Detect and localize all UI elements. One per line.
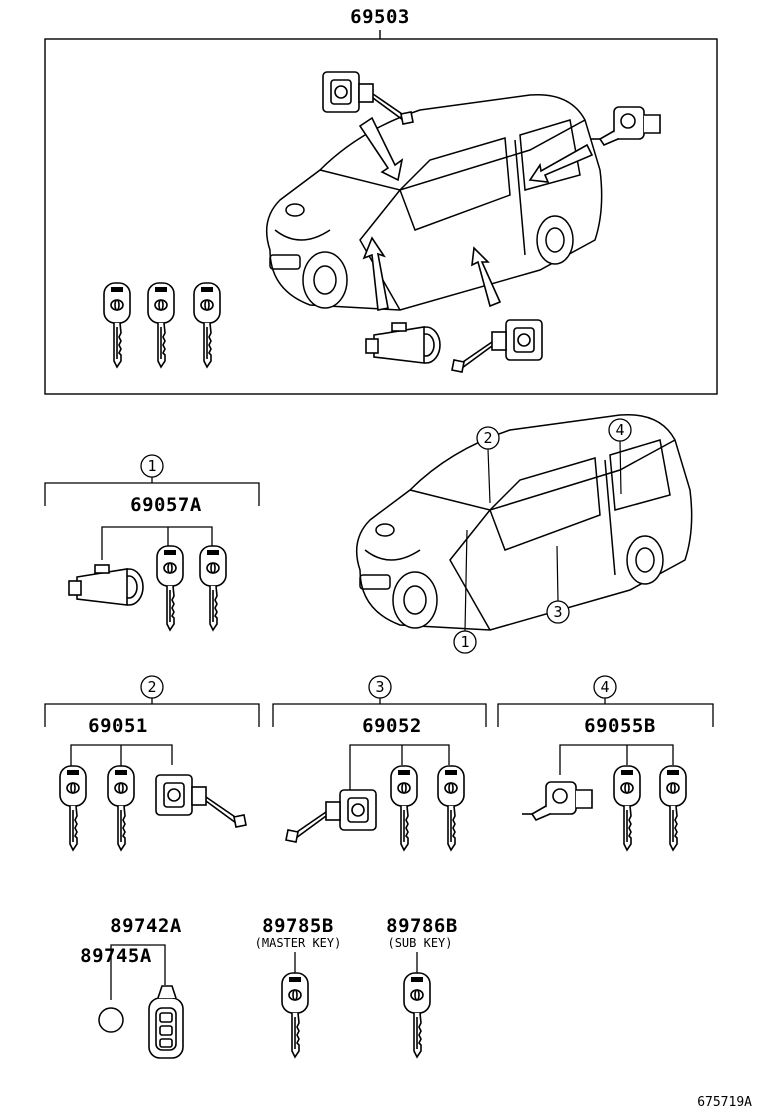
group-1-key-2-icon xyxy=(199,545,227,631)
sub-key-part-number: 89786B xyxy=(386,915,458,937)
group-3-door-lock xyxy=(285,789,377,843)
car-illustration-callouts xyxy=(355,413,693,631)
group-2-key-1-icon xyxy=(59,765,87,851)
group-3-part-number: 69052 xyxy=(362,715,422,737)
group-1: 1 69057A xyxy=(44,454,260,631)
pointer-arrows xyxy=(358,116,594,311)
group-4-key-2-icon xyxy=(659,765,687,851)
reference-code: 675719A xyxy=(697,1095,752,1110)
key-1-icon xyxy=(103,282,131,368)
group-2-door-lock xyxy=(155,774,247,828)
group-4-key-1-icon xyxy=(613,765,641,851)
group-2: 2 69051 xyxy=(44,675,260,851)
sub-key-icon xyxy=(403,972,431,1058)
door-lock-cylinder-front xyxy=(322,71,414,125)
battery-cell xyxy=(98,1007,124,1033)
master-key-part-number: 89785B xyxy=(262,915,334,937)
group-2-key-2-icon xyxy=(107,765,135,851)
transmitter-group: 89742A 89745A xyxy=(80,915,184,1059)
key-3-icon xyxy=(193,282,221,368)
group-3-key-2-icon xyxy=(437,765,465,851)
group-3: 3 69052 xyxy=(272,675,487,851)
callout-3: 3 xyxy=(553,603,562,621)
group-3-index: 3 xyxy=(375,678,384,696)
group-4-back-door-lock xyxy=(521,781,593,821)
master-key-icon xyxy=(281,972,309,1058)
transmitter-housing xyxy=(148,985,184,1059)
group-1-ignition xyxy=(68,564,144,606)
door-lock-cylinder-rh xyxy=(451,319,543,373)
callout-1: 1 xyxy=(460,633,469,651)
callout-car: 2 4 3 1 xyxy=(355,413,693,654)
master-key-group: 89785B (MASTER KEY) xyxy=(255,915,342,1058)
group-3-key-1-icon xyxy=(390,765,418,851)
group-2-index: 2 xyxy=(147,678,156,696)
sub-key-label: (SUB KEY) xyxy=(387,936,452,950)
sub-key-group: 89786B (SUB KEY) xyxy=(386,915,458,1058)
assembly-box xyxy=(44,38,718,395)
battery-part-number: 89745A xyxy=(80,945,152,967)
callout-4: 4 xyxy=(615,421,624,439)
back-door-lock-cylinder xyxy=(589,106,661,146)
car-illustration-top xyxy=(265,93,603,311)
group-2-part-number: 69051 xyxy=(88,715,148,737)
callout-2: 2 xyxy=(483,429,492,447)
group-4: 4 69055B xyxy=(497,675,714,851)
transmitter-part-number: 89742A xyxy=(110,915,182,937)
assembly-part-number: 69503 xyxy=(350,6,410,28)
ignition-cylinder xyxy=(365,322,441,364)
master-key-label: (MASTER KEY) xyxy=(255,936,342,950)
group-1-index: 1 xyxy=(147,457,156,475)
group-4-part-number: 69055B xyxy=(584,715,656,737)
group-1-part-number: 69057A xyxy=(130,494,202,516)
key-2-icon xyxy=(147,282,175,368)
group-4-index: 4 xyxy=(600,678,609,696)
group-1-key-1-icon xyxy=(156,545,184,631)
